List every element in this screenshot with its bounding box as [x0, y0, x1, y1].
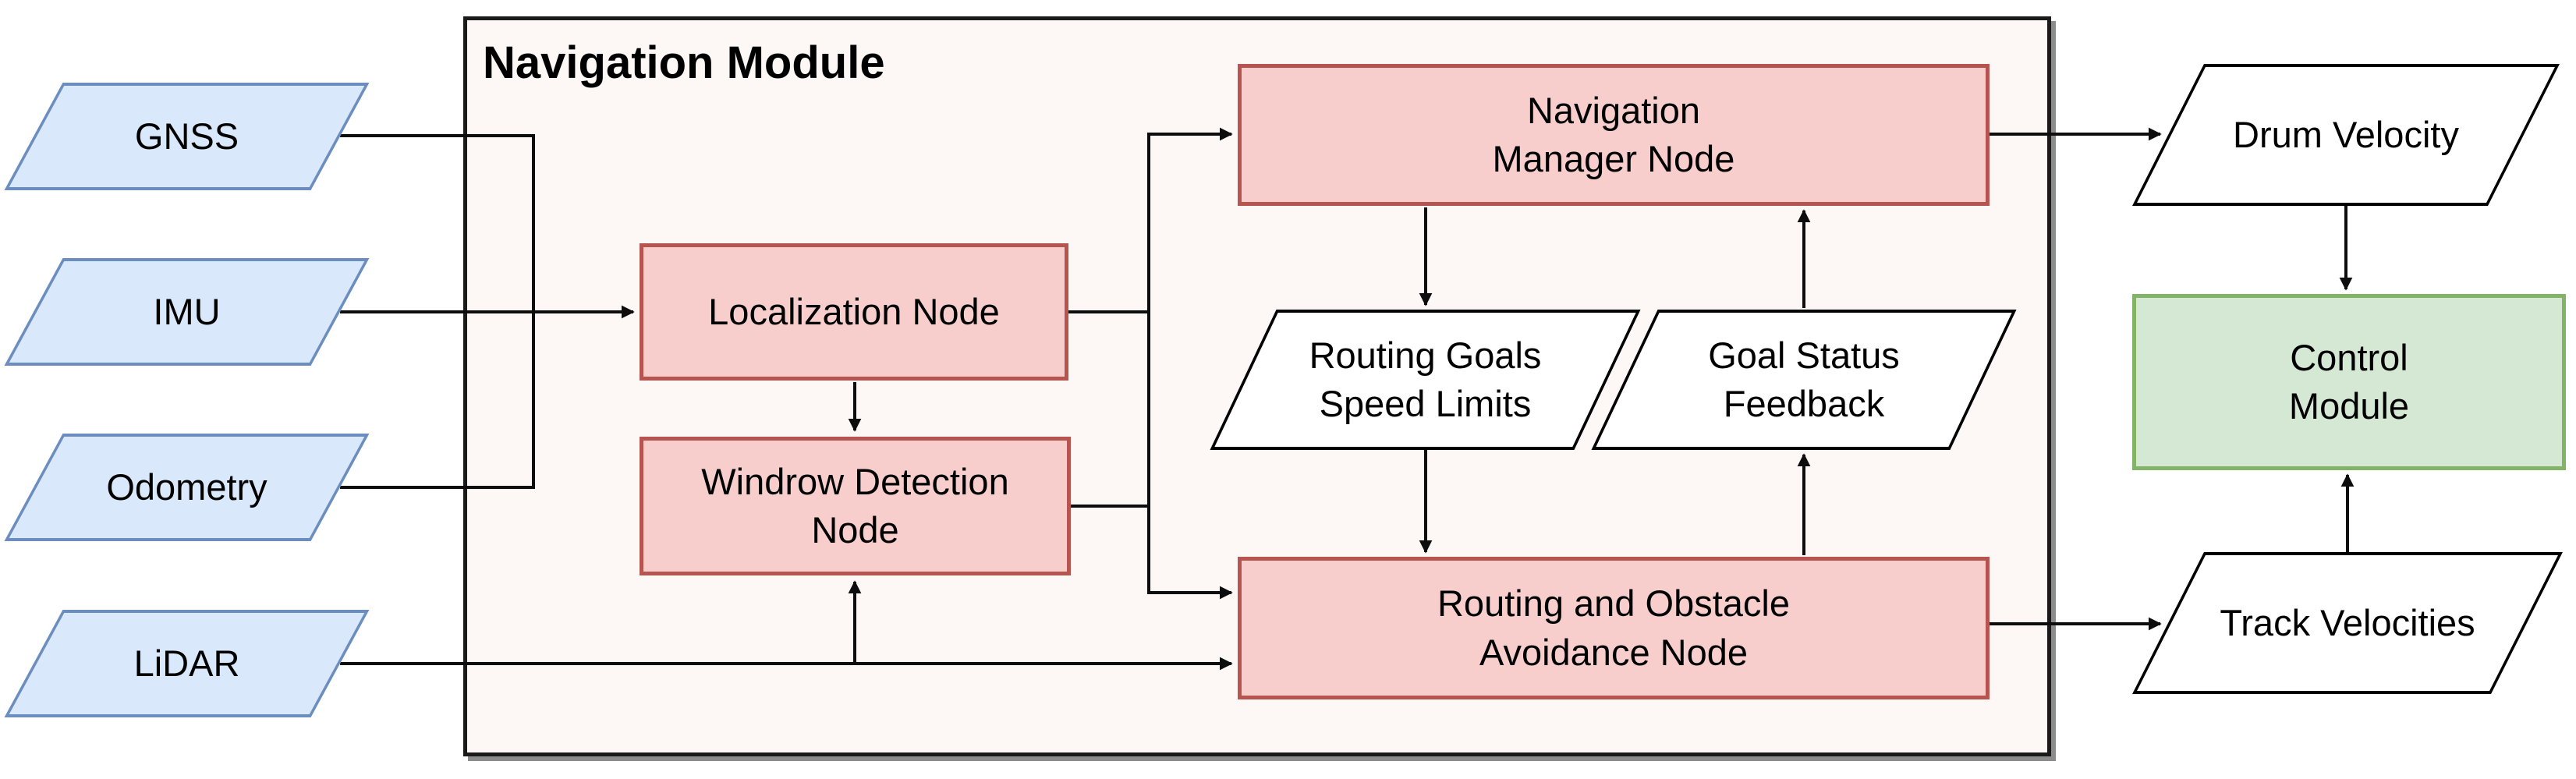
- node-control-module: Control Module: [2132, 294, 2566, 470]
- input-odometry: Odometry: [4, 434, 370, 541]
- data-goal-status-feedback: Goal Status Feedback: [1591, 310, 2017, 450]
- output-drum-velocity: Drum Velocity: [2132, 64, 2560, 206]
- input-lidar-label: LiDAR: [133, 642, 240, 684]
- routing-goals-label: Routing Goals Speed Limits: [1309, 334, 1542, 424]
- output-track-velocities: Track Velocities: [2132, 552, 2563, 694]
- track-velocities-label: Track Velocities: [2220, 601, 2475, 643]
- node-windrow-detection: Windrow Detection Node: [640, 437, 1071, 575]
- node-localization: Localization Node: [640, 243, 1068, 381]
- input-imu: IMU: [4, 258, 370, 366]
- drum-velocity-label: Drum Velocity: [2233, 113, 2459, 155]
- node-routing-obstacle-avoidance: Routing and Obstacle Avoidance Node: [1238, 557, 1990, 699]
- input-gnss: GNSS: [4, 83, 370, 190]
- node-navigation-manager: Navigation Manager Node: [1238, 64, 1990, 206]
- edge-gnss-bus: [340, 134, 535, 489]
- input-odometry-label: Odometry: [106, 466, 268, 508]
- input-gnss-label: GNSS: [134, 115, 239, 157]
- input-lidar: LiDAR: [4, 610, 370, 717]
- data-routing-goals-speed-limits: Routing Goals Speed Limits: [1210, 310, 1641, 450]
- navigation-module-title: Navigation Module: [483, 37, 885, 88]
- goal-status-label: Goal Status Feedback: [1708, 334, 1900, 424]
- input-imu-label: IMU: [153, 290, 221, 332]
